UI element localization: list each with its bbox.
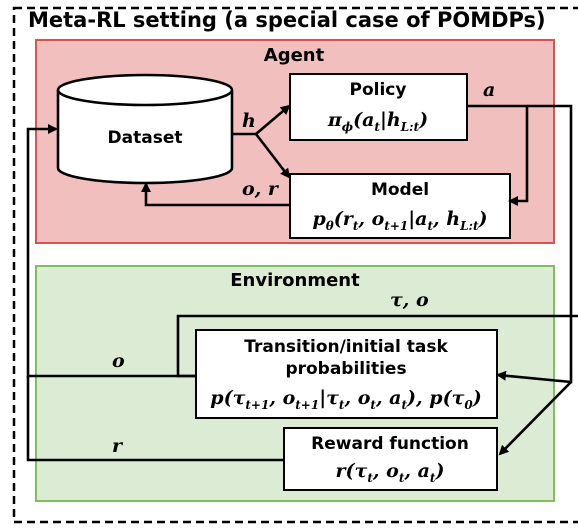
edge-model-to-dataset bbox=[141, 182, 290, 207]
transition-box bbox=[195, 329, 498, 419]
edge-reward-to-dataset bbox=[26, 376, 284, 462]
model-title: Model bbox=[371, 180, 429, 200]
reward-formula: r(τt, ot, at) bbox=[336, 460, 445, 485]
edge-label-o-r: o, r bbox=[242, 178, 280, 200]
edge-action-to-environment bbox=[496, 104, 573, 384]
model-box bbox=[289, 173, 511, 239]
edge-label-h: h bbox=[242, 110, 256, 132]
policy-title: Policy bbox=[350, 80, 407, 100]
edge-observation-to-dataset bbox=[26, 124, 196, 378]
policy-box bbox=[289, 73, 468, 141]
edge-h-to-policy bbox=[255, 104, 291, 135]
edge-label-tau-o: τ, o bbox=[390, 289, 429, 311]
dataset-label: Dataset bbox=[108, 128, 183, 148]
transition-title-line1: Transition/initial task bbox=[244, 337, 448, 357]
environment-label: Environment bbox=[230, 270, 360, 291]
model-formula: pθ(rt, ot+1|at, hL:t) bbox=[312, 208, 487, 233]
edge-h-to-model bbox=[254, 133, 291, 179]
transition-formula: p(τt+1, ot+1|τt, ot, at), p(τ0) bbox=[210, 387, 481, 412]
edge-label-r: r bbox=[112, 435, 124, 457]
reward-box bbox=[283, 427, 498, 491]
edge-action-to-reward bbox=[498, 381, 572, 456]
diagram-title: Meta-RL setting (a special case of POMDP… bbox=[28, 8, 546, 32]
edge-policy-to-model bbox=[467, 104, 529, 206]
policy-formula: πϕ(at|hL:t) bbox=[327, 109, 428, 134]
edge-label-o: o bbox=[112, 350, 125, 372]
dataset-cylinder: Dataset bbox=[56, 73, 234, 185]
reward-title: Reward function bbox=[311, 434, 469, 454]
agent-label: Agent bbox=[264, 45, 325, 66]
edge-label-a: a bbox=[483, 79, 495, 101]
transition-title-line2: probabilities bbox=[285, 359, 406, 379]
